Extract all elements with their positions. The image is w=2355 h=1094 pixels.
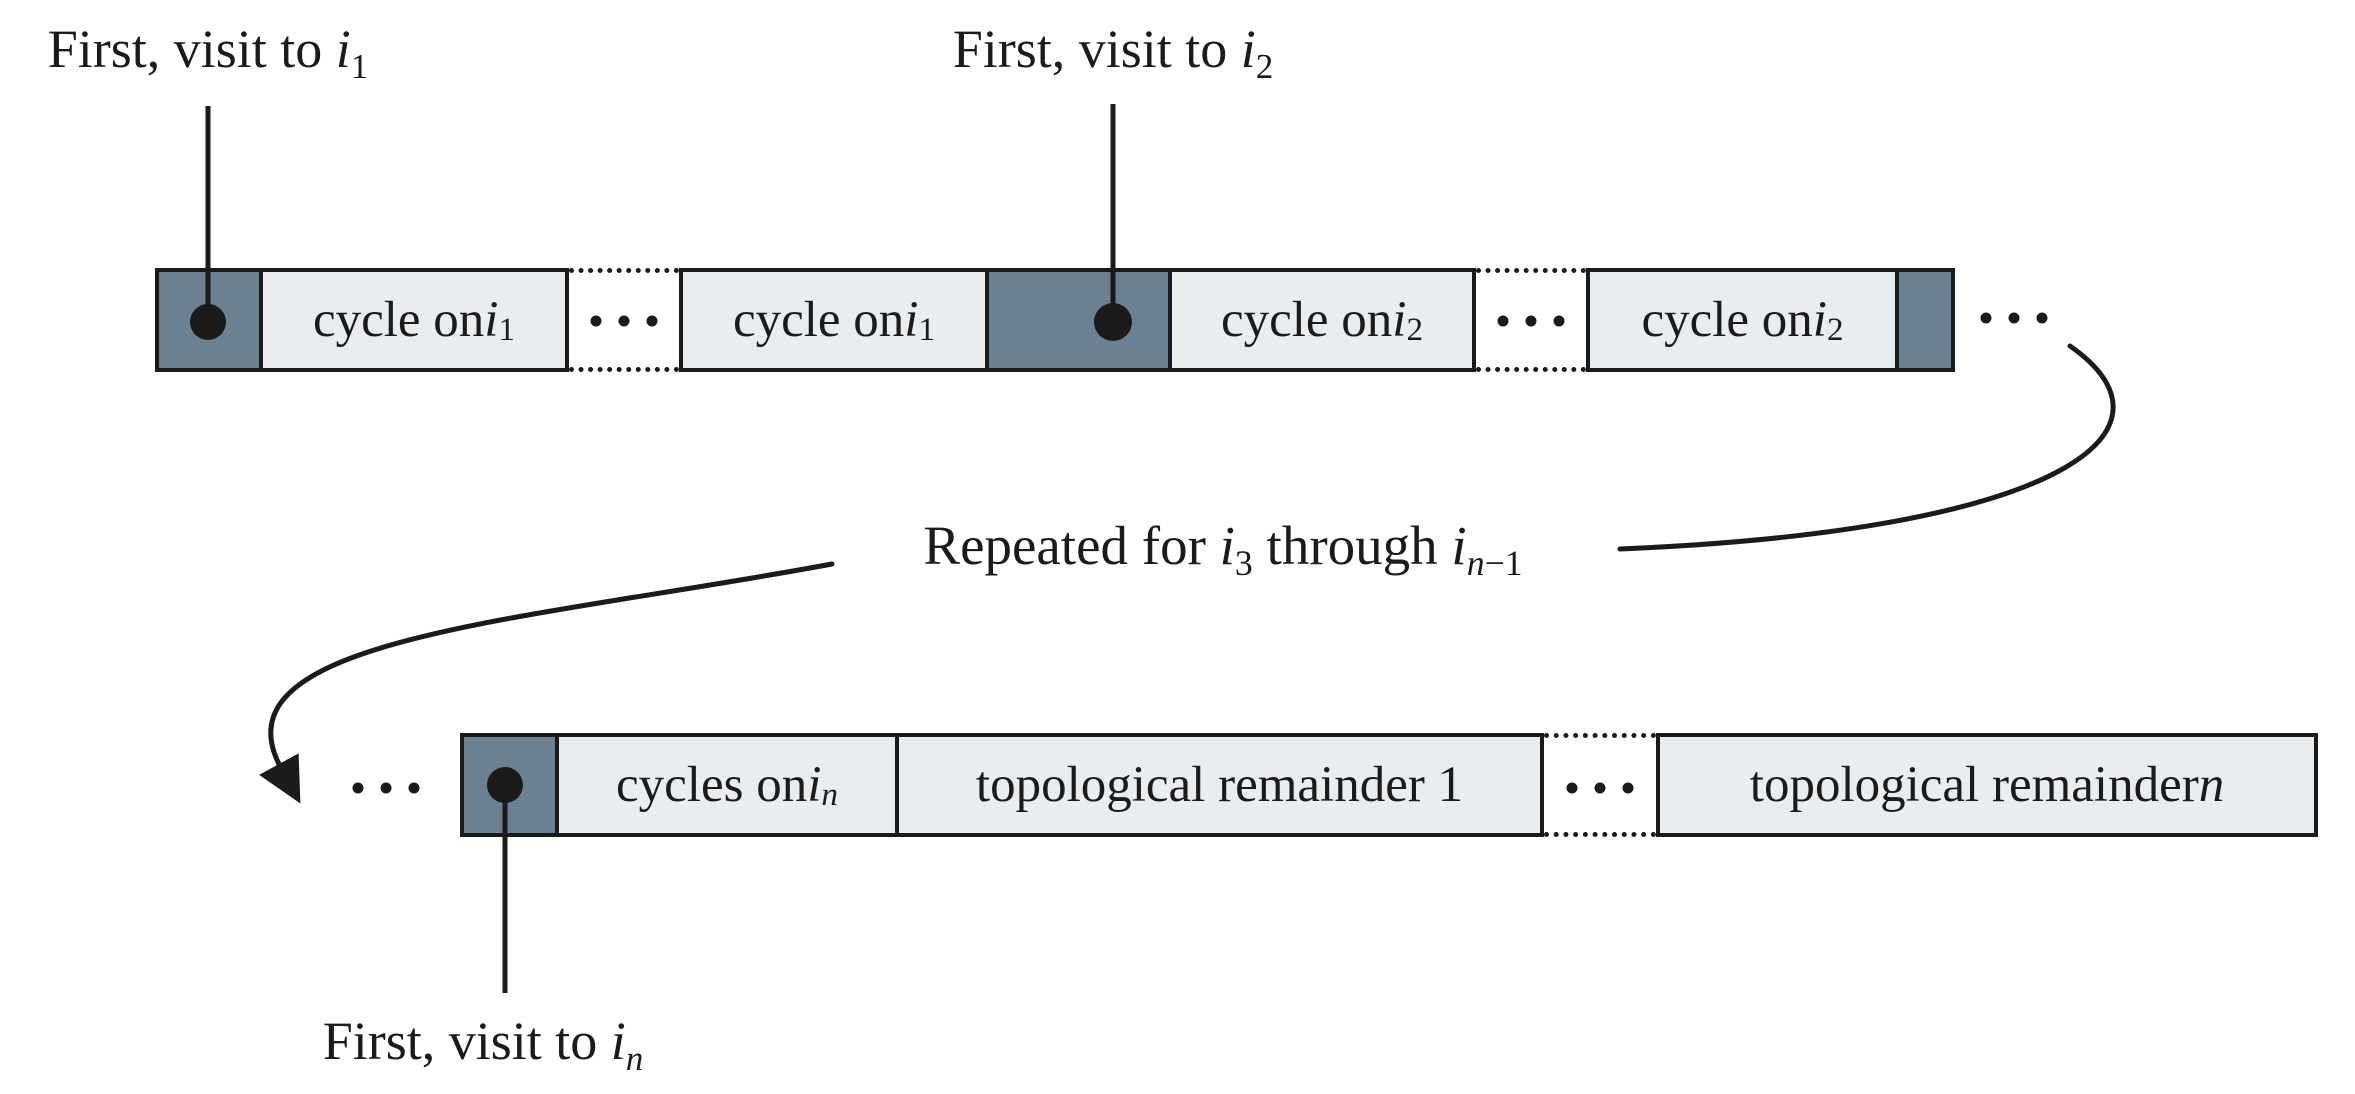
ellipsis-top-trailing	[1980, 312, 1992, 324]
text-part: n	[821, 775, 838, 813]
label-repeat: Repeated for i3 through in−1	[923, 515, 1522, 582]
text-part: through	[1252, 515, 1452, 576]
text-part: i	[904, 292, 919, 348]
ellipsis-bottom-leading	[352, 782, 364, 794]
text-part: 2	[1255, 46, 1274, 86]
text-part: cycle on	[732, 292, 905, 348]
gap-ellipsis-top-1	[569, 268, 679, 372]
ellipsis-top-trailing	[2008, 312, 2020, 324]
text-part: cycle on	[312, 292, 485, 348]
text-part: 2	[1406, 310, 1424, 348]
text-part: i	[335, 19, 351, 79]
gap-ellipsis-top-2	[1476, 268, 1586, 372]
text-part: Repeated for	[923, 515, 1220, 576]
label-visitn: First, visit to in	[322, 1011, 644, 1077]
text-part: n	[2198, 757, 2225, 813]
text-part: i	[807, 757, 822, 813]
text-part: i	[1392, 292, 1407, 348]
label-visit1: First, visit to i1	[47, 19, 369, 85]
text-part: First, visit to	[47, 19, 336, 79]
text-part: i	[610, 1011, 626, 1071]
text-part: 1	[498, 310, 516, 348]
text-part: cycles on	[616, 757, 808, 813]
text-part: 1	[918, 310, 936, 348]
text-part: cycle on	[1220, 292, 1393, 348]
marker-cell-visit-i2	[985, 268, 1172, 372]
text-part: topological remainder 1	[975, 757, 1464, 813]
text-part: First, visit to	[322, 1011, 611, 1071]
text-part: First, visit to	[952, 19, 1241, 79]
text-part: i	[484, 292, 499, 348]
text-part: i	[1451, 515, 1467, 576]
text-part: i	[1219, 515, 1235, 576]
text-part: n	[625, 1038, 644, 1078]
text-part: i	[1812, 292, 1827, 348]
text-part: −1	[1484, 542, 1523, 583]
text-part: 2	[1826, 310, 1844, 348]
text-part: 1	[350, 46, 369, 86]
ellipsis-bottom-leading	[408, 782, 420, 794]
text-part: i	[1240, 19, 1256, 79]
ellipsis-top-trailing	[2036, 312, 2048, 324]
text-part: n	[1466, 542, 1485, 583]
text-part: cycle on	[1641, 292, 1813, 348]
ellipsis-bottom-leading	[380, 782, 392, 794]
text-part: 3	[1234, 542, 1253, 583]
curve-bar-to-repeat-label	[1617, 343, 2116, 552]
cell-topological-remainder-1: topological remainder 1	[895, 733, 1544, 837]
text-part: topological remainder	[1749, 757, 2199, 813]
marker-cell-visit-in	[460, 733, 559, 837]
marker-cell-visit-i1	[155, 268, 263, 372]
gap-ellipsis-bottom	[1544, 733, 1656, 837]
label-visit2: First, visit to i2	[952, 19, 1274, 85]
cell-topological-remainder-n: topological remainder n	[1656, 733, 2318, 837]
marker-cell-top-end	[1895, 268, 1955, 372]
